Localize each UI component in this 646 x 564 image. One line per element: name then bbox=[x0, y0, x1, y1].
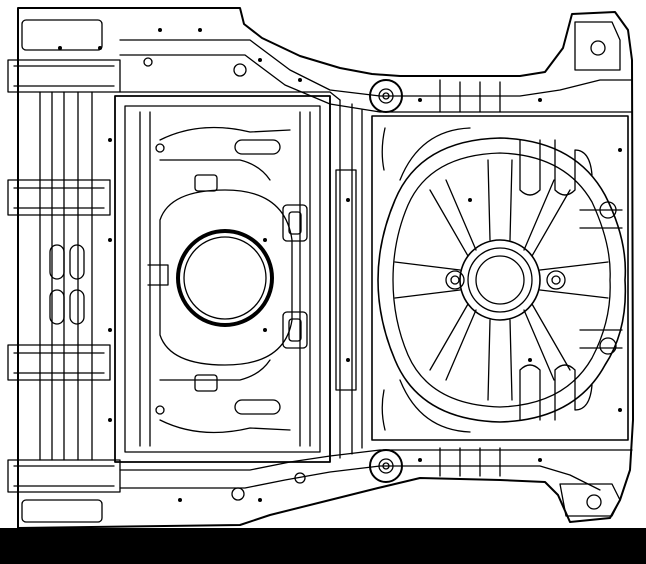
bracket-bottom bbox=[7, 459, 121, 493]
bottom-crossmember bbox=[119, 447, 633, 517]
center-member bbox=[329, 79, 403, 483]
left-floor-pan bbox=[114, 95, 331, 463]
left-brackets bbox=[7, 19, 121, 523]
dish-hub bbox=[459, 239, 541, 321]
round-opening bbox=[176, 229, 274, 327]
mount-bushing-bottom bbox=[369, 449, 403, 483]
bracket-upper-mid bbox=[7, 179, 111, 216]
dish-outline bbox=[377, 137, 627, 423]
right-floor-pan bbox=[371, 115, 629, 441]
bracket-lower-mid bbox=[7, 344, 111, 381]
bottom-black-band bbox=[0, 528, 646, 564]
weld-points bbox=[58, 28, 622, 502]
outer-outline bbox=[17, 7, 634, 529]
mount-bushing-top bbox=[369, 79, 403, 113]
top-crossmember bbox=[119, 21, 633, 113]
bracket-top bbox=[7, 59, 121, 93]
